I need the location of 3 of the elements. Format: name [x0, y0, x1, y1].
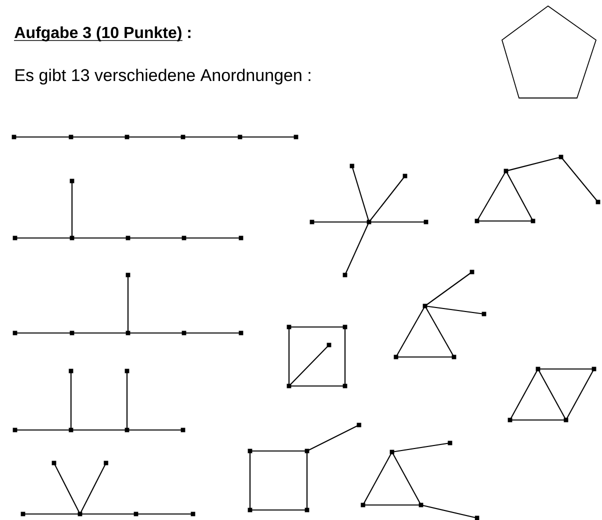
- heading-colon: :: [188, 30, 190, 38]
- statement-text: Es gibt 13 verschiedene Anordnungen :: [16, 68, 310, 85]
- title: Aufgabe 3 (10 Punkte): [14, 26, 183, 42]
